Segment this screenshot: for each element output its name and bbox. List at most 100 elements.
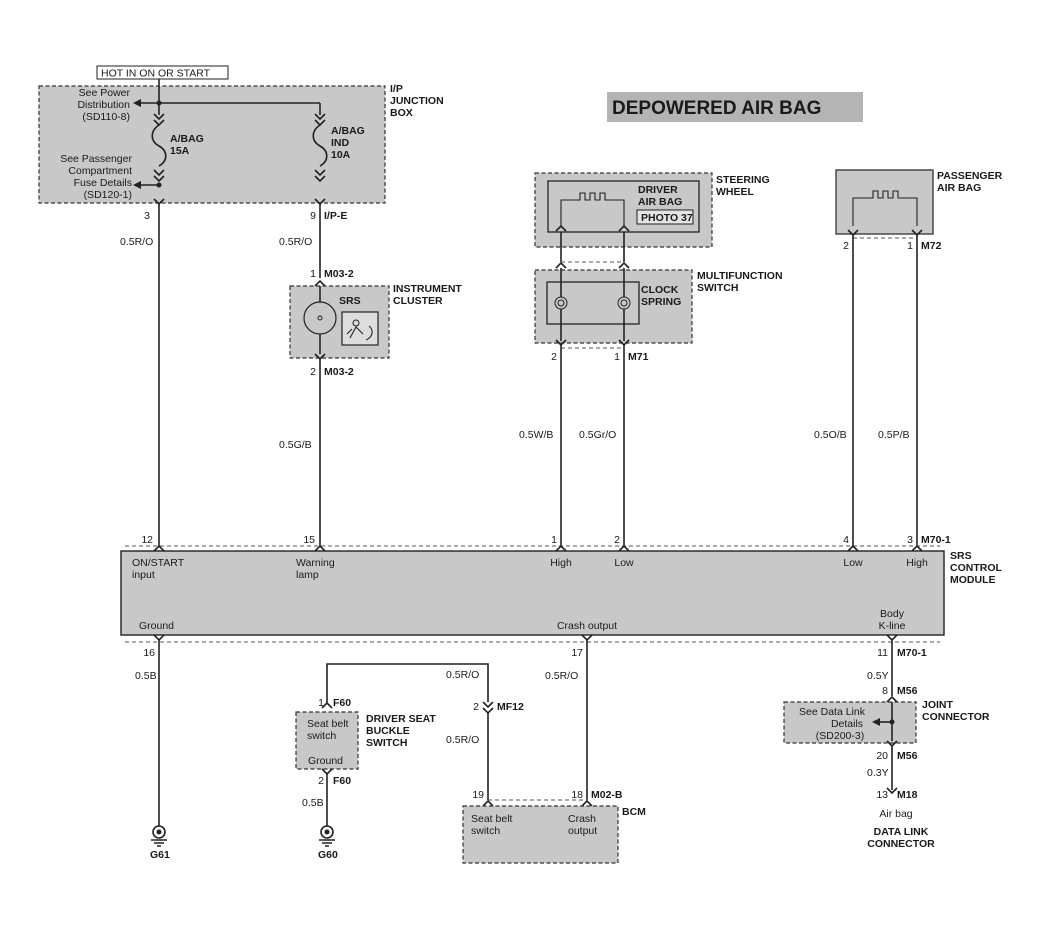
srs-pin: 12 <box>141 534 153 546</box>
wire-label: 0.5Y <box>867 670 889 682</box>
ground-g61: G61 <box>150 849 170 861</box>
power-label: HOT IN ON OR START <box>101 68 211 80</box>
squib-icon <box>852 190 918 226</box>
wire-label: 0.5Gr/O <box>579 429 616 441</box>
srs-label: Body <box>880 608 905 620</box>
junction-box-name-3: BOX <box>390 107 413 119</box>
wire-label: 0.5B <box>135 670 157 682</box>
jc-conn-top: M56 <box>897 685 918 697</box>
mf12-pin: 2 <box>473 701 479 713</box>
seat-conn-top: F60 <box>333 697 351 709</box>
clock-spring-label-2: SPRING <box>641 296 681 308</box>
seat-label-2: switch <box>307 730 336 742</box>
fuse2-label-1: A/BAG <box>331 125 365 137</box>
jc-name-1: JOINT <box>922 699 954 711</box>
junction-box-name-2: JUNCTION <box>390 95 444 107</box>
wire-label: 0.5W/B <box>519 429 553 441</box>
wire-label: 0.3Y <box>867 767 889 779</box>
ref-fuse-4: (SD120-1) <box>84 189 132 201</box>
pab-pin-left: 2 <box>843 240 849 252</box>
junction-box-name-1: I/P <box>390 83 403 95</box>
wire-label: 0.5P/B <box>878 429 910 441</box>
srs-pin: 2 <box>614 534 620 546</box>
seat-ground-label: Ground <box>308 755 343 767</box>
driver-seat-buckle-switch <box>295 711 359 770</box>
srs-pin: 4 <box>843 534 849 546</box>
seat-name-1: DRIVER SEAT <box>366 713 436 725</box>
seat-name-3: SWITCH <box>366 737 407 749</box>
srs-pin: 16 <box>143 647 155 659</box>
bcm-label: switch <box>471 825 500 837</box>
bcm <box>462 805 619 864</box>
srs-name-2: CONTROL <box>950 562 1002 574</box>
jc-ref-3: (SD200-3) <box>816 730 864 742</box>
srs-label: ON/START <box>132 557 185 569</box>
ic-conn-bottom: M03-2 <box>324 366 354 378</box>
srs-label: Ground <box>139 620 174 632</box>
fuse2-label-2: IND <box>331 137 350 149</box>
mfs-pin-right: 1 <box>614 351 620 363</box>
wire-label: 0.5R/O <box>545 670 578 682</box>
seat-conn-bottom: F60 <box>333 775 351 787</box>
diagram-title: DEPOWERED AIR BAG <box>612 98 821 119</box>
ic-name-2: CLUSTER <box>393 295 443 307</box>
photo-reference: PHOTO 37 <box>641 212 693 224</box>
driver-airbag-label-1: DRIVER <box>638 184 678 196</box>
mfs-name-2: SWITCH <box>697 282 738 294</box>
jc-ref-1: See Data Link <box>799 706 866 718</box>
sw-name-1: STEERING <box>716 174 770 186</box>
srs-conn-top: M70-1 <box>921 534 951 546</box>
srs-label: Low <box>614 557 634 569</box>
dlc-label: Air bag <box>879 808 912 820</box>
fuse1-label-1: A/BAG <box>170 133 204 145</box>
jc-conn-bottom: M56 <box>897 750 918 762</box>
srs-label: Low <box>843 557 863 569</box>
dlc-pin: 13 <box>876 789 888 801</box>
ic-pin-bottom: 2 <box>310 366 316 378</box>
dlc-conn: M18 <box>897 789 918 801</box>
srs-name-3: MODULE <box>950 574 996 586</box>
srs-label: lamp <box>296 569 319 581</box>
bcm-pin2: 18 <box>571 789 583 801</box>
srs-pin: 15 <box>303 534 315 546</box>
arrow-icon <box>872 718 880 726</box>
pab-conn: M72 <box>921 240 942 252</box>
srs-pin: 3 <box>907 534 913 546</box>
srs-conn-bottom: M70-1 <box>897 647 927 659</box>
sw-name-2: WHEEL <box>716 186 755 198</box>
passenger-air-bag <box>835 169 934 235</box>
seat-name-2: BUCKLE <box>366 725 410 737</box>
wire-label: 0.5B <box>302 797 324 809</box>
bcm-label: output <box>568 825 597 837</box>
srs-label: Warning <box>296 557 335 569</box>
wire-label: 0.5O/B <box>814 429 847 441</box>
bcm-label: Seat belt <box>471 813 513 825</box>
srs-label: High <box>906 557 928 569</box>
srs-pin: 11 <box>877 647 888 659</box>
arrow-icon <box>133 99 141 107</box>
srs-pin: 17 <box>571 647 583 659</box>
srs-label: input <box>132 569 155 581</box>
jc-pin-top: 8 <box>882 685 888 697</box>
ref-power-3: (SD110-8) <box>82 111 130 123</box>
jc-ref-2: Details <box>831 718 863 730</box>
dlc-name-2: CONNECTOR <box>867 838 935 850</box>
pab-name-1: PASSENGER <box>937 170 1003 182</box>
seat-label-1: Seat belt <box>307 718 349 730</box>
srs-control-module <box>120 550 945 636</box>
ref-fuse-3: Fuse Details <box>74 177 132 189</box>
jc-pin-bottom: 20 <box>876 750 888 762</box>
wire-label: 0.5G/B <box>279 439 312 451</box>
dlc-name-1: DATA LINK <box>874 826 929 838</box>
photo-reference-box <box>636 209 694 225</box>
wire-label: 0.5R/O <box>279 236 312 248</box>
ic-conn-top: M03-2 <box>324 268 354 280</box>
jc-name-2: CONNECTOR <box>922 711 990 723</box>
jb-pin-right: 9 <box>310 210 316 222</box>
srs-label: High <box>550 557 572 569</box>
bcm-pin1: 19 <box>472 789 484 801</box>
driver-airbag-label-2: AIR BAG <box>638 196 682 208</box>
seat-pin-top: 1 <box>318 697 324 709</box>
ic-name-1: INSTRUMENT <box>393 283 462 295</box>
